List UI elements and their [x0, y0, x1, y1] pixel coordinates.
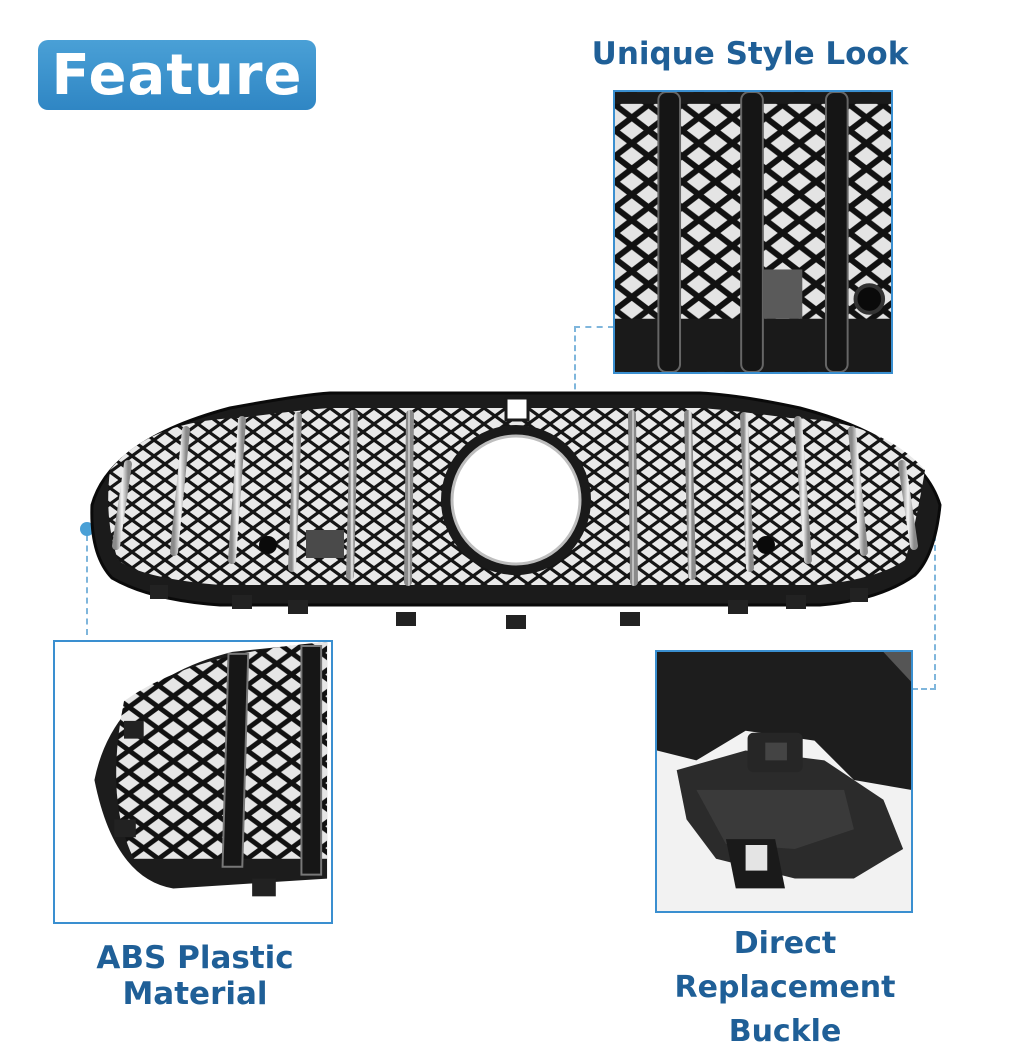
leader-right-horizontal: [912, 688, 936, 690]
caption-line-1: Direct Replacement: [674, 926, 896, 1005]
leader-dot-left: [80, 522, 94, 536]
detail-photo-buckle: [655, 650, 913, 913]
grille-main-image: [90, 391, 942, 629]
leader-top-horizontal: [574, 326, 614, 328]
caption-unique-style-look: Unique Style Look: [591, 36, 909, 72]
caption-abs-plastic-material: ABS Plastic Material: [96, 940, 294, 1012]
leader-right-vertical: [934, 515, 936, 690]
feature-badge-label: Feature: [51, 42, 303, 108]
feature-badge: Feature: [38, 40, 316, 110]
leader-left-vertical: [86, 535, 88, 635]
detail-photo-unique-style: [613, 90, 893, 374]
detail-photo-abs-plastic: [53, 640, 333, 924]
leader-top-vertical: [574, 326, 576, 418]
